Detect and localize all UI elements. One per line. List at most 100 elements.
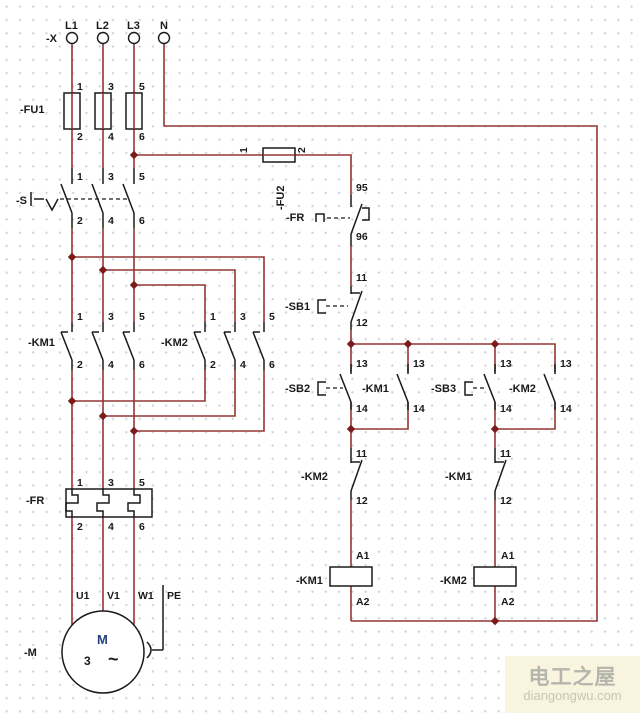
motor-letter: M — [97, 632, 108, 647]
km1-t2: 2 — [77, 359, 83, 371]
km2-t3: 3 — [240, 311, 246, 323]
phase-l3-label: L3 — [127, 20, 140, 32]
km1-interlock-contact: -KM1 11 12 — [445, 448, 512, 507]
km1-coil: -KM1 A1 A2 — [296, 550, 373, 608]
s-t2: 2 — [77, 215, 83, 227]
thermal-relay-fr: -FR 1 3 5 2 4 6 — [26, 477, 153, 533]
fr-t3: 3 — [108, 477, 114, 489]
fu1-t2: 2 — [77, 131, 83, 143]
fu2-t1: 1 — [238, 147, 250, 153]
km1-aux-t14: 14 — [413, 403, 425, 415]
km1-aux-t13: 13 — [413, 358, 425, 370]
sb2-t14: 14 — [356, 403, 368, 415]
s-t6: 6 — [139, 215, 145, 227]
fr-heater-element — [127, 489, 141, 517]
fuse-fu1: -FU1 1 3 5 2 4 6 — [20, 81, 145, 143]
km2-nc-t12: 12 — [356, 495, 368, 507]
pushbutton-actuator-icon — [464, 381, 473, 396]
s-label: -S — [16, 195, 27, 207]
sb3-t13: 13 — [500, 358, 512, 370]
fr-heater-element — [96, 489, 110, 517]
sb1-t11: 11 — [356, 272, 367, 284]
fu1-label: -FU1 — [20, 104, 44, 116]
sb3-t14: 14 — [500, 403, 512, 415]
start-button-sb2: -SB2 13 14 — [285, 358, 368, 415]
phase-l1-label: L1 — [65, 20, 78, 32]
fu2-t2: 2 — [296, 147, 308, 153]
isolator-s: -S 1 3 5 2 4 6 — [16, 168, 145, 228]
watermark: 电工之屋 diangongwu.com — [505, 656, 640, 713]
km1-aux-contact: -KM1 13 14 — [362, 358, 425, 415]
km2-main-label: -KM2 — [161, 337, 188, 349]
sb2-label: -SB2 — [285, 383, 310, 395]
km1-t4: 4 — [108, 359, 114, 371]
thermal-release-icon — [362, 207, 370, 221]
fr-t2: 2 — [77, 521, 83, 533]
stop-button-sb1: -SB1 11 12 — [285, 272, 368, 330]
contactor-km1-main: -KM1 1 3 5 2 4 6 — [28, 311, 145, 371]
fu2-label: -FU2 — [275, 186, 287, 210]
fr-nc-contact: -FR 95 96 — [286, 182, 370, 246]
motor-circle — [61, 610, 145, 694]
km2-interlock-contact: -KM2 11 12 — [301, 448, 368, 507]
km2-t1: 1 — [210, 311, 216, 323]
power-terminals: -X L1 L2 L3 N — [46, 20, 171, 45]
fr-t5: 5 — [139, 477, 145, 489]
km1-nc-t11: 11 — [500, 448, 511, 460]
junction-dots — [67, 150, 500, 626]
fr-t4: 4 — [108, 521, 114, 533]
motor-pe-label: PE — [167, 590, 181, 602]
pushbutton-actuator-icon — [317, 381, 326, 396]
watermark-title: 电工之屋 — [528, 665, 617, 689]
km1-t1: 1 — [77, 311, 83, 323]
terminal-l2-icon — [96, 31, 110, 45]
fu1-t6: 6 — [139, 131, 145, 143]
km2-nc-t11: 11 — [356, 448, 367, 460]
wires-power — [71, 43, 598, 625]
fu1-t1: 1 — [77, 81, 83, 93]
km1-main-label: -KM1 — [28, 337, 55, 349]
motor-ac-symbol: ~ — [108, 649, 119, 669]
contactor-km2-main: -KM2 1 3 5 2 4 6 — [161, 311, 275, 371]
s-pole — [60, 168, 135, 228]
fr-heater-label: -FR — [26, 495, 44, 507]
km2-aux-label: -KM2 — [509, 383, 536, 395]
km1-interlock-label: -KM1 — [445, 471, 472, 483]
km2-coil: -KM2 A1 A2 — [440, 550, 517, 608]
terminal-n-icon — [157, 31, 171, 45]
thermal-trip-icon — [315, 213, 325, 222]
km1-t3: 3 — [108, 311, 114, 323]
motor-w1-label: W1 — [138, 590, 154, 602]
km1-t5: 5 — [139, 311, 145, 323]
coil-body — [473, 566, 517, 587]
km2-pole — [193, 322, 265, 370]
km1-coil-a1: A1 — [356, 550, 370, 562]
km1-nc-t12: 12 — [500, 495, 512, 507]
sb2-t13: 13 — [356, 358, 368, 370]
s-t4: 4 — [108, 215, 114, 227]
fuse-fu2: 1 2 -FU2 — [238, 147, 308, 210]
wires-control — [134, 154, 556, 621]
motor-v1-label: V1 — [107, 590, 120, 602]
motor-u1-label: U1 — [76, 590, 90, 602]
motor-m: U1 V1 W1 PE -M M 3 ~ — [24, 585, 181, 694]
start-button-sb3: -SB3 13 14 — [431, 358, 512, 415]
terminal-l3-icon — [127, 31, 141, 45]
coil-body — [329, 566, 373, 587]
pe-clamp-icon — [146, 641, 152, 659]
km1-coil-a2: A2 — [356, 596, 370, 608]
km2-aux-contact: -KM2 13 14 — [509, 358, 572, 415]
km2-interlock-label: -KM2 — [301, 471, 328, 483]
terminal-block-label: -X — [46, 33, 58, 45]
sb1-label: -SB1 — [285, 301, 310, 313]
fr-t96: 96 — [356, 231, 368, 243]
sb1-t12: 12 — [356, 317, 368, 329]
terminal-l1-icon — [65, 31, 79, 45]
km2-aux-t14: 14 — [560, 403, 572, 415]
km1-aux-label: -KM1 — [362, 383, 389, 395]
fu1-t5: 5 — [139, 81, 145, 93]
watermark-url: diangongwu.com — [523, 687, 622, 703]
fr-t95: 95 — [356, 182, 368, 194]
km2-t2: 2 — [210, 359, 216, 371]
